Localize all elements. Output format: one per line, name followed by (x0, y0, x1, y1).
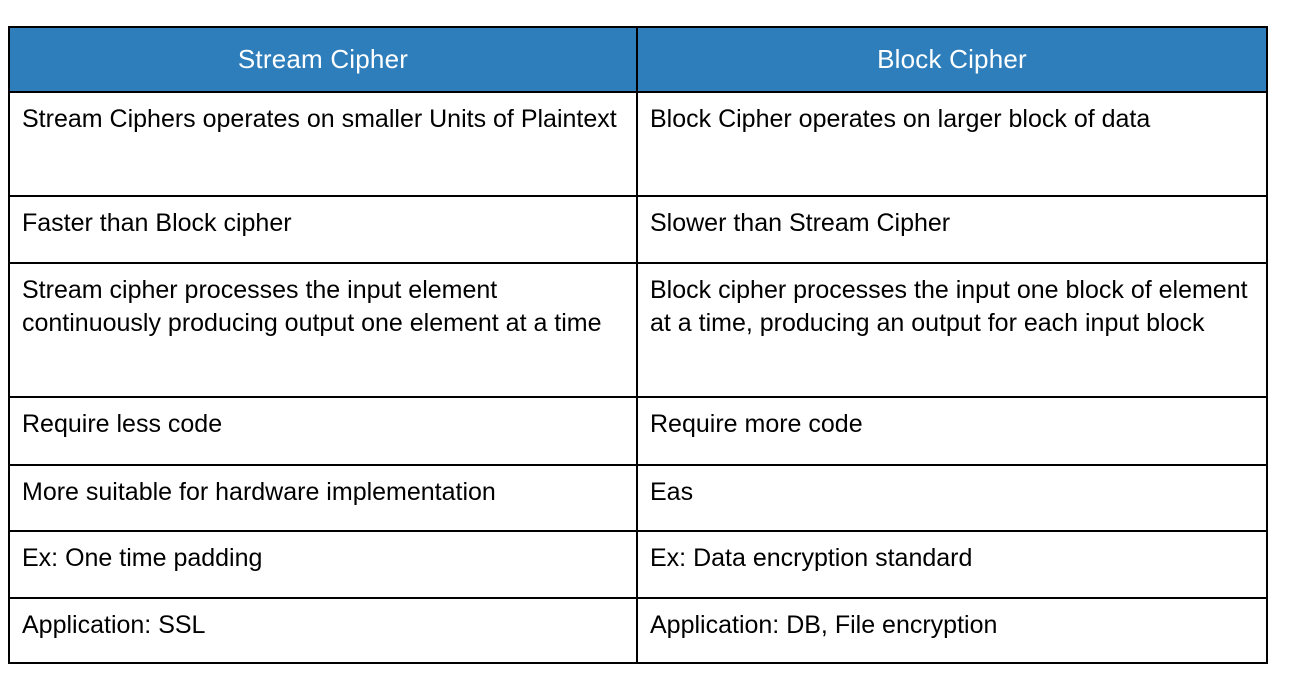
table-header-row: Stream Cipher Block Cipher (8, 25, 1268, 94)
cell-block-7: Application: DB, File encryption (636, 597, 1268, 665)
cell-stream-1: Stream Ciphers operates on smaller Units… (8, 91, 638, 198)
table-row: Stream cipher processes the input elemen… (8, 262, 1268, 399)
cell-block-5: Eas (636, 464, 1268, 533)
cell-block-3: Block cipher processes the input one blo… (636, 262, 1268, 399)
column-header-stream-cipher: Stream Cipher (8, 25, 638, 94)
table-row: Application: SSL Application: DB, File e… (8, 597, 1268, 665)
table-row: Require less code Require more code (8, 396, 1268, 467)
table-row: Ex: One time padding Ex: Data encryption… (8, 530, 1268, 600)
cell-block-4: Require more code (636, 396, 1268, 467)
cell-stream-3: Stream cipher processes the input elemen… (8, 262, 638, 399)
cell-stream-2: Faster than Block cipher (8, 195, 638, 265)
cell-stream-6: Ex: One time padding (8, 530, 638, 600)
cell-block-6: Ex: Data encryption standard (636, 530, 1268, 600)
cell-stream-4: Require less code (8, 396, 638, 467)
cell-block-2: Slower than Stream Cipher (636, 195, 1268, 265)
cell-stream-7: Application: SSL (8, 597, 638, 665)
table-row: Faster than Block cipher Slower than Str… (8, 195, 1268, 265)
table-row: More suitable for hardware implementatio… (8, 464, 1268, 533)
cell-stream-5: More suitable for hardware implementatio… (8, 464, 638, 533)
table-row: Stream Ciphers operates on smaller Units… (8, 91, 1268, 198)
column-header-block-cipher: Block Cipher (636, 25, 1268, 94)
table-body: Stream Ciphers operates on smaller Units… (8, 91, 1268, 665)
cipher-comparison-table: Stream Cipher Block Cipher Stream Cipher… (8, 25, 1268, 665)
cell-block-1: Block Cipher operates on larger block of… (636, 91, 1268, 198)
table-header: Stream Cipher Block Cipher (8, 25, 1268, 94)
